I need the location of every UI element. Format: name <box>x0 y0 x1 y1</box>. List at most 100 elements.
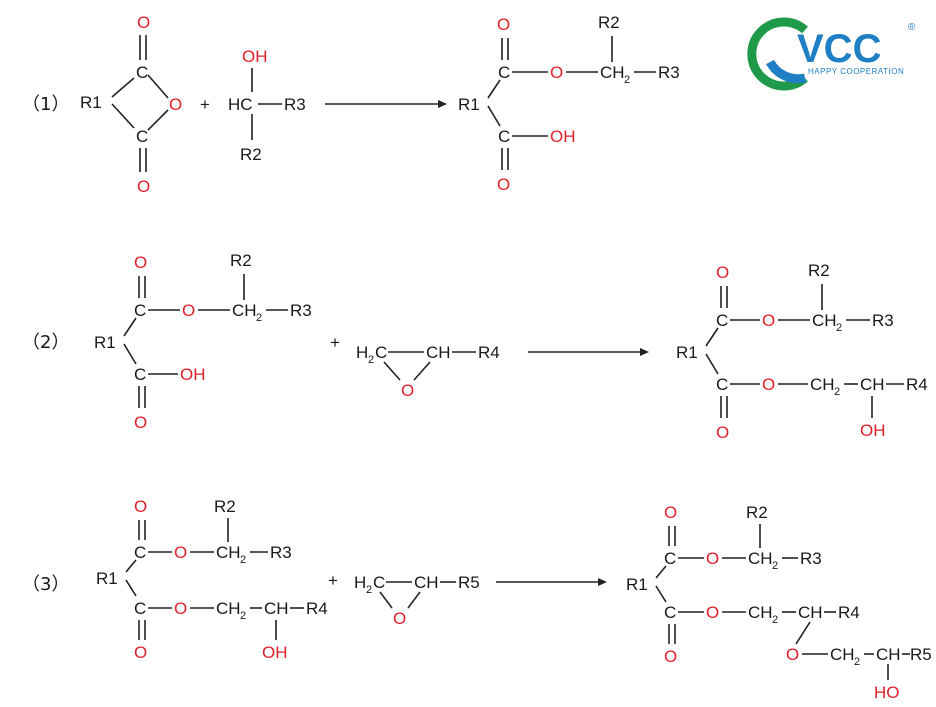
atom-oh: OH <box>242 47 268 66</box>
atom-r3: R3 <box>658 63 680 82</box>
reaction-3: O C O CH 2 R2 R3 R1 C O CH 2 CH R4 OH O … <box>96 497 932 702</box>
atom-r2: R2 <box>598 13 620 32</box>
atom-r1: R1 <box>80 93 102 112</box>
atom-r2: R2 <box>240 145 262 164</box>
atom-o: O <box>664 647 677 666</box>
atom-r3: R3 <box>872 311 894 330</box>
atom-oh: OH <box>180 365 206 384</box>
atom-sub-2: 2 <box>834 386 840 398</box>
atom-r1: R1 <box>626 575 648 594</box>
atom-r4: R4 <box>906 375 928 394</box>
atom-o: O <box>786 645 799 664</box>
atom-o: O <box>716 263 729 282</box>
atom-sub-2: 2 <box>772 560 778 572</box>
atom-c: C <box>664 603 676 622</box>
atom-r5: R5 <box>910 645 932 664</box>
atom-o: O <box>169 95 182 114</box>
atom-r4: R4 <box>306 599 328 618</box>
atom-sub-2: 2 <box>256 312 262 324</box>
atom-sub-2: 2 <box>836 322 842 334</box>
logo-registered: ® <box>908 22 916 33</box>
atom-o: O <box>550 63 563 82</box>
atom-c: C <box>134 599 146 618</box>
atom-ch2: CH <box>748 603 773 622</box>
atom-ch2: CH <box>216 543 241 562</box>
plus-sign: + <box>200 95 210 114</box>
atom-o: O <box>762 311 775 330</box>
atom-c: C <box>498 63 510 82</box>
atom-o: O <box>134 643 147 662</box>
atom-c: C <box>373 573 385 592</box>
atom-r1: R1 <box>94 333 116 352</box>
atom-ch: CH <box>860 375 885 394</box>
atom-r5: R5 <box>458 573 480 592</box>
atom-r3: R3 <box>290 301 312 320</box>
atom-r3: R3 <box>284 95 306 114</box>
step-label-1: （1） <box>22 94 69 115</box>
atom-r1: R1 <box>676 343 698 362</box>
atom-c: C <box>716 375 728 394</box>
atom-ch2: CH <box>830 645 855 664</box>
logo-arc-icon <box>747 17 808 91</box>
atom-oh: OH <box>860 421 886 440</box>
plus-sign: + <box>330 333 340 352</box>
atom-o: O <box>134 253 147 272</box>
logo-tagline: HAPPY COOPERATION <box>808 67 904 76</box>
atom-sub-2: 2 <box>854 656 860 668</box>
atom-c: C <box>716 311 728 330</box>
atom-o: O <box>716 423 729 442</box>
atom-c: C <box>498 127 510 146</box>
atom-sub-2: 2 <box>368 354 374 366</box>
atom-h2c: H <box>354 573 366 592</box>
atom-o: O <box>401 381 414 400</box>
atom-o: O <box>762 375 775 394</box>
atom-o: O <box>497 175 510 194</box>
atom-hc: HC <box>228 95 253 114</box>
atom-ch: CH <box>264 599 289 618</box>
atom-sub-2: 2 <box>366 584 372 596</box>
atom-ch2: CH <box>600 63 625 82</box>
atom-o: O <box>134 497 147 516</box>
atom-c: C <box>136 127 148 146</box>
atom-ch: CH <box>426 343 451 362</box>
atom-c: C <box>134 365 146 384</box>
atom-o: O <box>137 177 150 196</box>
atom-c: C <box>134 301 146 320</box>
logo-arc-blue-icon <box>766 59 806 84</box>
atom-r4: R4 <box>478 343 500 362</box>
atom-r2: R2 <box>746 503 768 522</box>
atom-o: O <box>664 503 677 522</box>
atom-o: O <box>497 15 510 34</box>
atom-o: O <box>134 413 147 432</box>
atom-oh: OH <box>550 127 576 146</box>
atom-c: C <box>664 549 676 568</box>
atom-sub-2: 2 <box>772 614 778 626</box>
atom-r4: R4 <box>838 603 860 622</box>
atom-ch: CH <box>876 645 901 664</box>
atom-sub-2: 2 <box>624 74 630 86</box>
atom-o: O <box>174 543 187 562</box>
atom-r2: R2 <box>214 497 236 516</box>
atom-o: O <box>174 599 187 618</box>
atom-ch: CH <box>414 573 439 592</box>
atom-sub-2: 2 <box>240 554 246 566</box>
atom-o: O <box>706 603 719 622</box>
vcc-logo: VCC ® HAPPY COOPERATION <box>747 17 916 91</box>
atom-r3: R3 <box>270 543 292 562</box>
step-label-3: （3） <box>22 574 69 595</box>
atom-o: O <box>137 13 150 32</box>
atom-ch2: CH <box>748 549 773 568</box>
atom-r2: R2 <box>808 261 830 280</box>
atom-r3: R3 <box>800 549 822 568</box>
atom-c: C <box>134 543 146 562</box>
atom-c: C <box>375 343 387 362</box>
atom-ch2: CH <box>810 375 835 394</box>
atom-r1: R1 <box>458 95 480 114</box>
reaction-2: O C O CH 2 R2 R3 R1 C OH O + H 2 C CH R4… <box>94 251 928 442</box>
plus-sign: + <box>328 571 338 590</box>
logo-text: VCC <box>797 27 881 71</box>
atom-c: C <box>136 63 148 82</box>
reaction-1: O C R1 O C O + OH HC R3 R2 O C O CH 2 R2 <box>80 13 680 196</box>
atom-ch2: CH <box>232 301 257 320</box>
atom-r1: R1 <box>96 569 118 588</box>
